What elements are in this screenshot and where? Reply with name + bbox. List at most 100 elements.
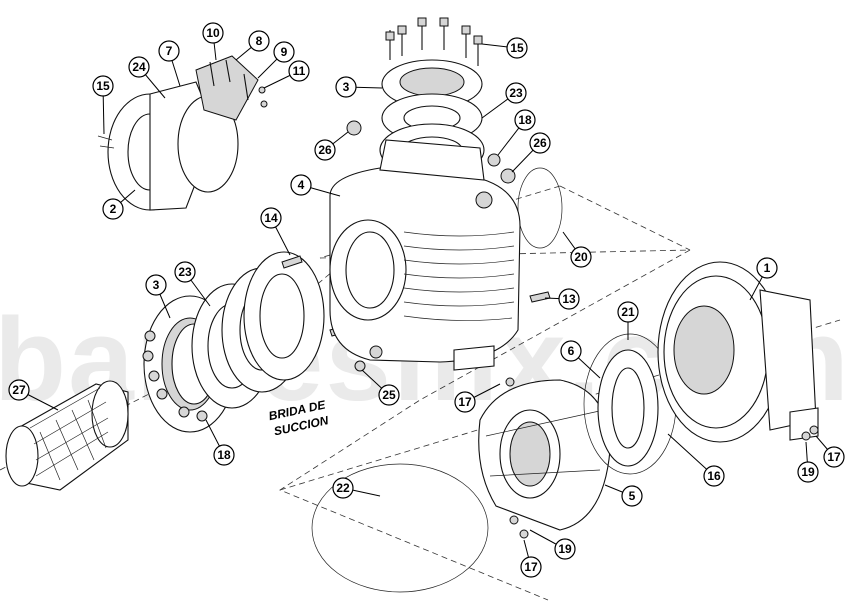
callout-10: 10	[202, 22, 224, 61]
callout-20: 20	[562, 231, 592, 268]
callout-7: 7	[158, 40, 181, 87]
callout-number: 5	[629, 489, 636, 503]
suction-strainer	[5, 380, 129, 491]
callout-14: 14	[260, 207, 291, 256]
callout-24: 24	[128, 56, 166, 99]
callout-number: 7	[166, 44, 173, 58]
callout-bubble	[314, 139, 336, 161]
callouts: 1233456789101113141515161717171818191920…	[8, 22, 845, 578]
callout-27: 27	[8, 379, 59, 411]
callout-number: 22	[336, 481, 350, 495]
callout-bubble	[174, 261, 196, 283]
callout-number: 10	[206, 26, 220, 40]
pump-casing	[329, 139, 551, 372]
callout-25: 25	[361, 369, 400, 406]
callout-bubble	[213, 444, 235, 466]
callout-number: 2	[110, 202, 117, 216]
callout-number: 19	[558, 542, 572, 556]
callout-bubble	[288, 60, 310, 82]
callout-bubble	[202, 22, 224, 44]
callout-9: 9	[257, 41, 295, 79]
callout-4: 4	[290, 174, 341, 197]
callout-17-b: 17	[815, 435, 845, 468]
callout-number: 25	[382, 388, 396, 402]
callout-5: 5	[604, 484, 643, 507]
callout-number: 18	[217, 448, 231, 462]
callout-15-top: 15	[481, 37, 528, 59]
callout-number: 16	[707, 469, 721, 483]
callout-23-top: 23	[481, 82, 527, 119]
callout-bubble	[506, 37, 528, 59]
callout-number: 20	[574, 250, 588, 264]
discharge-flange-group	[97, 55, 268, 211]
callout-bubble	[8, 379, 30, 401]
callout-number: 18	[518, 113, 532, 127]
callout-bubble	[514, 109, 536, 131]
rotating-assembly	[657, 261, 819, 443]
callout-number: 26	[318, 143, 332, 157]
callout-number: 23	[509, 86, 523, 100]
callout-1: 1	[749, 257, 778, 301]
callout-number: 26	[533, 136, 547, 150]
callout-bubble	[454, 391, 476, 413]
callout-16: 16	[667, 433, 725, 487]
callout-number: 3	[343, 80, 350, 94]
callout-number: 1	[764, 261, 771, 275]
callout-bubble	[158, 40, 180, 62]
callout-bubble	[558, 288, 580, 310]
callout-19-b: 19	[529, 529, 576, 560]
callout-number: 3	[153, 278, 160, 292]
callout-bubble	[823, 446, 845, 468]
callout-13: 13	[544, 288, 580, 310]
callout-bubble	[520, 556, 542, 578]
callout-26-right: 26	[511, 132, 551, 173]
callout-bubble	[570, 246, 592, 268]
callout-bubble	[92, 75, 114, 97]
callout-number: 23	[178, 265, 192, 279]
callout-11: 11	[263, 60, 310, 89]
callout-bubble	[248, 30, 270, 52]
callout-17-a: 17	[454, 383, 501, 413]
callout-bubble	[560, 340, 582, 362]
callout-bubble	[621, 485, 643, 507]
callout-number: 27	[12, 383, 26, 397]
callout-18-bottom: 18	[205, 419, 235, 466]
callout-21: 21	[617, 301, 639, 340]
callout-17-c: 17	[520, 539, 542, 578]
callout-number: 8	[256, 34, 263, 48]
volute	[478, 377, 611, 539]
callout-bubble	[378, 384, 400, 406]
callout-bubble	[260, 207, 282, 229]
callout-bubble	[102, 198, 124, 220]
callout-number: 19	[801, 465, 815, 479]
callout-number: 15	[510, 41, 524, 55]
callout-bubble	[505, 82, 527, 104]
callout-15-left: 15	[92, 75, 114, 135]
callout-bubble	[290, 174, 312, 196]
callout-19-a: 19	[797, 441, 819, 483]
callout-number: 17	[524, 560, 538, 574]
suction-flange-group	[142, 251, 355, 433]
callout-bubble	[335, 76, 357, 98]
callout-number: 24	[132, 60, 146, 74]
callout-number: 15	[96, 79, 110, 93]
callout-number: 4	[298, 178, 305, 192]
callout-3-left: 3	[145, 274, 171, 319]
callout-bubble	[554, 538, 576, 560]
callout-number: 17	[458, 395, 472, 409]
callout-23-left: 23	[174, 261, 211, 307]
callout-bubble	[703, 465, 725, 487]
callout-bubble	[145, 274, 167, 296]
callout-bubble	[128, 56, 150, 78]
callout-number: 14	[264, 211, 278, 225]
callout-18-top: 18	[497, 109, 536, 156]
callout-26-left: 26	[314, 131, 349, 161]
callout-bubble	[273, 41, 295, 63]
callout-22: 22	[332, 477, 381, 499]
callout-3-top: 3	[335, 76, 383, 98]
callout-number: 21	[621, 305, 635, 319]
callout-number: 6	[568, 344, 575, 358]
callout-number: 17	[827, 450, 841, 464]
callout-bubble	[529, 132, 551, 154]
callout-bubble	[797, 461, 819, 483]
